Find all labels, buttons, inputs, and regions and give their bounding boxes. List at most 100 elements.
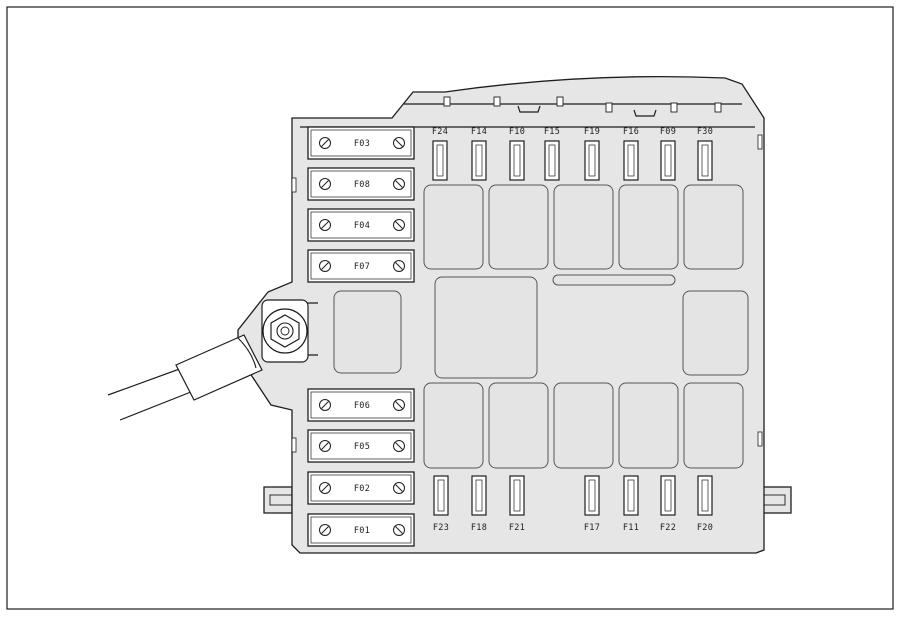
maxi-fuse-label: F06 <box>354 401 370 411</box>
screw-right-icon <box>393 399 405 411</box>
mini-fuse-label: F24 <box>432 127 448 137</box>
mini-fuse-bottom: F23 <box>433 475 449 533</box>
mini-fuse-label: F17 <box>584 523 600 533</box>
mini-fuse-bottom: F21 <box>509 475 525 533</box>
side-rib <box>757 431 763 447</box>
mini-fuse-label: F11 <box>623 523 639 533</box>
maxi-fuse-label: F04 <box>354 221 370 231</box>
maxi-fuse: F07 <box>307 249 415 283</box>
screw-right-icon <box>393 137 405 149</box>
screw-left-icon <box>319 260 331 272</box>
relay-pad <box>423 184 484 270</box>
mini-fuse-bottom: F17 <box>584 475 600 533</box>
mini-fuse-blade <box>701 144 709 177</box>
maxi-fuse-label: F05 <box>354 442 370 452</box>
maxi-fuse-inner <box>310 170 412 198</box>
side-rib <box>757 134 763 150</box>
mini-fuse-blade <box>513 479 521 512</box>
screw-left-icon <box>319 219 331 231</box>
mini-fuse-blade <box>627 144 635 177</box>
mini-fuse-slot <box>697 140 713 181</box>
maxi-fuse-inner <box>310 516 412 544</box>
screw-right-icon <box>393 219 405 231</box>
screw-left-icon <box>319 178 331 190</box>
top-clip <box>633 109 657 117</box>
mini-fuse-bottom: F11 <box>623 475 639 533</box>
maxi-fuse-inner <box>310 129 412 157</box>
mini-fuse-top: F09 <box>660 127 676 181</box>
frame-border <box>6 6 894 610</box>
maxi-fuse-label: F03 <box>354 139 370 149</box>
maxi-fuse-inner <box>310 432 412 460</box>
cable-sleeve <box>175 334 263 401</box>
mini-fuse-blade <box>513 144 521 177</box>
mini-fuse-top: F19 <box>584 127 600 181</box>
mini-fuse-blade <box>548 144 556 177</box>
mini-fuse-label: F22 <box>660 523 676 533</box>
mini-fuse-label: F19 <box>584 127 600 137</box>
mini-fuse-slot <box>433 475 449 516</box>
maxi-fuse-inner <box>310 474 412 502</box>
mini-fuse-top: F16 <box>623 127 639 181</box>
mini-fuse-label: F20 <box>697 523 713 533</box>
maxi-fuse-label: F07 <box>354 262 370 272</box>
relay-pad <box>683 184 744 270</box>
maxi-fuse: F05 <box>307 429 415 463</box>
maxi-fuse: F03 <box>307 126 415 160</box>
mini-fuse-slot <box>509 140 525 181</box>
relay-slot-bar <box>552 274 676 286</box>
mini-fuse-label: F10 <box>509 127 525 137</box>
relay-pad <box>682 290 749 376</box>
mini-fuse-slot <box>471 140 487 181</box>
screw-left-icon <box>319 524 331 536</box>
maxi-fuse-inner <box>310 211 412 239</box>
screw-right-icon <box>393 524 405 536</box>
mini-fuse-top: F30 <box>697 127 713 181</box>
top-clip <box>517 105 541 113</box>
top-notch <box>493 96 501 107</box>
maxi-fuse: F02 <box>307 471 415 505</box>
mini-fuse-bottom: F18 <box>471 475 487 533</box>
cable-sleeve-end <box>237 337 257 369</box>
mini-fuse-blade <box>664 479 672 512</box>
mini-fuse-blade <box>588 144 596 177</box>
mini-fuse-slot <box>584 140 600 181</box>
screw-left-icon <box>319 482 331 494</box>
mini-fuse-slot <box>584 475 600 516</box>
mini-fuse-bottom: F22 <box>660 475 676 533</box>
maxi-fuse-label: F01 <box>354 526 370 536</box>
mini-fuse-top: F24 <box>432 127 448 181</box>
mini-fuse-blade <box>475 144 483 177</box>
relay-pad <box>423 382 484 469</box>
screw-left-icon <box>319 440 331 452</box>
maxi-fuse: F04 <box>307 208 415 242</box>
mini-fuse-slot <box>544 140 560 181</box>
relay-pad <box>488 382 549 469</box>
screw-right-icon <box>393 482 405 494</box>
side-rib <box>291 437 297 453</box>
mini-fuse-top: F15 <box>544 127 560 181</box>
mini-fuse-blade <box>588 479 596 512</box>
screw-right-icon <box>393 178 405 190</box>
mini-fuse-slot <box>623 140 639 181</box>
maxi-fuse-inner <box>310 391 412 419</box>
mini-fuse-blade <box>664 144 672 177</box>
mini-fuse-slot <box>660 140 676 181</box>
left-mounting-tab <box>263 486 293 514</box>
mini-fuse-label: F16 <box>623 127 639 137</box>
mini-fuse-bottom: F20 <box>697 475 713 533</box>
terminal-bolt-center <box>280 326 290 336</box>
top-notch <box>670 102 678 113</box>
top-notch <box>443 96 451 107</box>
relay-pad <box>553 184 614 270</box>
side-rib <box>291 177 297 193</box>
maxi-fuse-inner <box>310 252 412 280</box>
mini-fuse-blade <box>627 479 635 512</box>
battery-cable <box>107 334 263 421</box>
mini-fuse-slot <box>432 140 448 181</box>
mini-fuse-slot <box>509 475 525 516</box>
